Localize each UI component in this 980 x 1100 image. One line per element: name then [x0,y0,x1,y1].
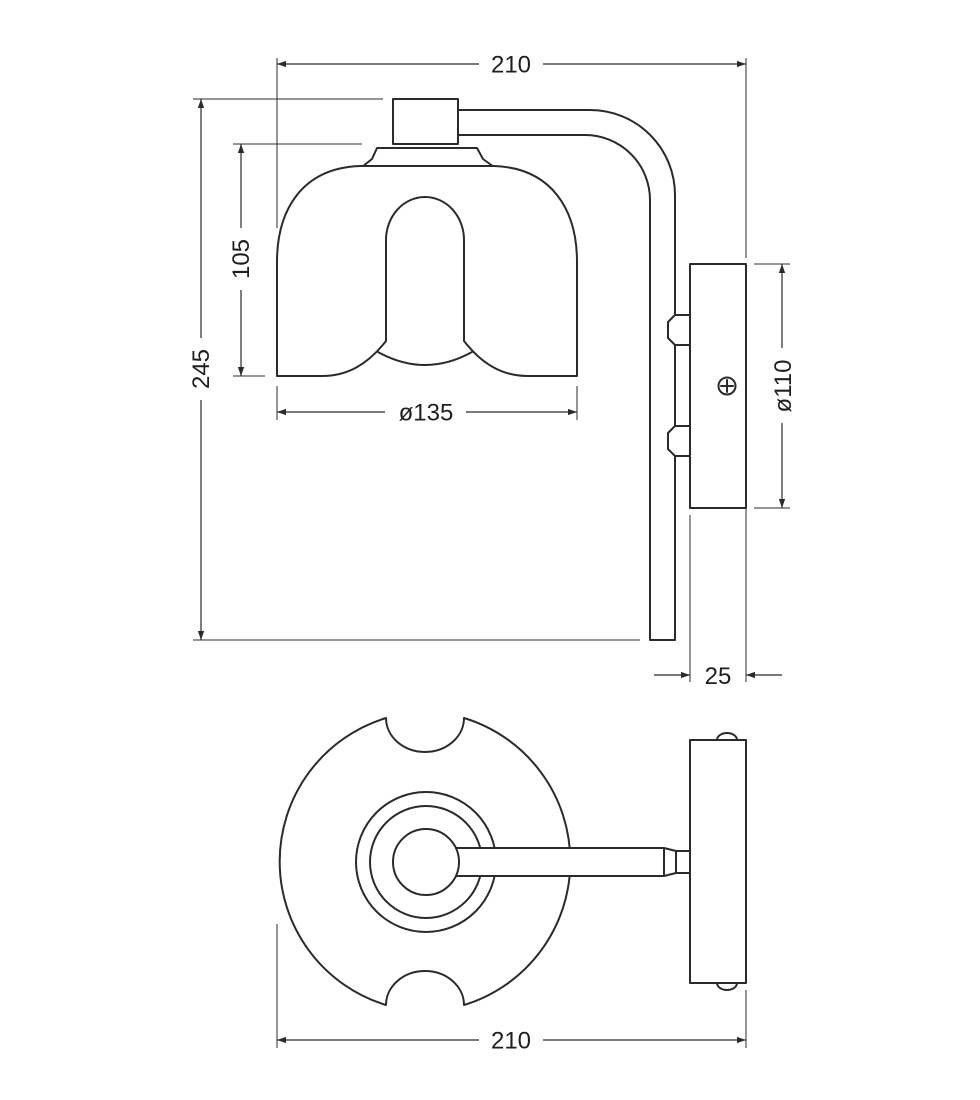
dim-front-width: 210 [491,52,531,79]
arm-connector-lower [667,425,691,457]
wall-plate-top [689,739,747,984]
plate-tab-top [716,732,738,741]
front-view [276,98,747,641]
lamp-arm [457,109,676,641]
lamp-shade [276,165,578,377]
shade-collar [361,147,495,168]
socket-ring-inner [392,828,460,896]
dim-base-depth: 25 [705,663,732,690]
shade-inner-curve [377,351,473,366]
dim-shade-diameter: ø135 [399,400,454,427]
top-dimensions: 210 [276,924,747,1055]
dim-base-diameter: ø110 [770,360,797,413]
lamp-socket [392,98,459,145]
dim-total-height: 245 [188,349,215,389]
dim-top-width: 210 [491,1028,531,1055]
dim-shade-height: 105 [228,239,255,279]
front-dimensions: 210 245 105 ø135 ø110 25 [188,52,797,691]
lamp-arm-top [455,847,691,877]
screw-icon [717,376,737,396]
top-view [278,717,747,1006]
plate-tab-bottom [716,982,738,991]
arm-connector-upper [667,314,691,346]
